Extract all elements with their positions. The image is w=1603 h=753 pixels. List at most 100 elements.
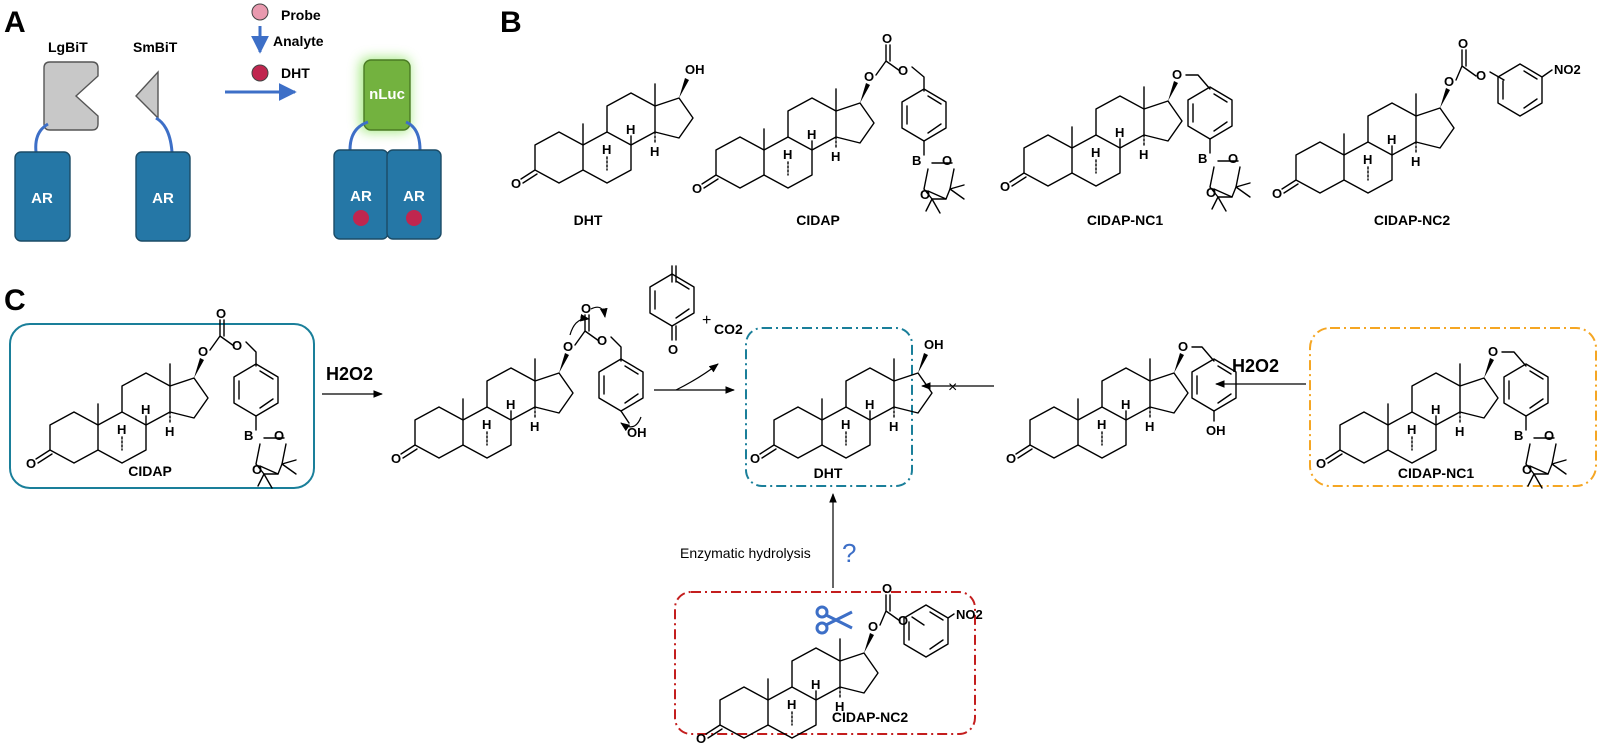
svg-text:O: O xyxy=(563,339,573,354)
svg-text:OH: OH xyxy=(1206,423,1226,438)
svg-text:O: O xyxy=(668,342,678,357)
svg-text:H: H xyxy=(783,147,792,162)
svg-text:H: H xyxy=(787,697,796,712)
caption-cidap-nc1: CIDAP-NC1 xyxy=(1087,212,1163,228)
linker-lgbit xyxy=(34,122,49,153)
svg-text:O: O xyxy=(942,153,952,168)
caption-box-cidap: CIDAP xyxy=(128,463,172,479)
ar-box-lgbit xyxy=(14,151,71,242)
svg-text:O: O xyxy=(198,344,208,359)
svg-text:OH: OH xyxy=(685,62,705,77)
svg-text:NO2: NO2 xyxy=(1554,62,1581,77)
svg-text:H: H xyxy=(1091,145,1100,160)
ar-label: AR xyxy=(152,190,174,207)
svg-text:O: O xyxy=(692,181,702,196)
box-cidap-nc1 xyxy=(1309,327,1597,487)
svg-text:H: H xyxy=(865,397,874,412)
caption-box-cidap-nc1: CIDAP-NC1 xyxy=(1398,465,1474,481)
panel-label-c: C xyxy=(4,284,26,317)
bound-dht-dot xyxy=(406,210,422,226)
plus-sign: + xyxy=(702,312,711,329)
structure-cidap-nc1: O O B O O H H H xyxy=(1000,67,1251,212)
svg-text:O: O xyxy=(252,462,262,477)
caption-dht: DHT xyxy=(574,212,603,228)
svg-text:H: H xyxy=(1139,147,1148,162)
svg-text:H: H xyxy=(841,417,850,432)
svg-text:H: H xyxy=(1431,402,1440,417)
ar-box-smbit xyxy=(135,151,191,242)
blocked-cross: × xyxy=(948,379,957,396)
probe-dot xyxy=(251,3,269,21)
svg-text:O: O xyxy=(868,619,878,634)
svg-text:O: O xyxy=(1000,179,1010,194)
svg-text:B: B xyxy=(1198,151,1207,166)
svg-text:O: O xyxy=(597,333,607,348)
svg-text:H: H xyxy=(1121,397,1130,412)
svg-text:O: O xyxy=(274,428,284,443)
svg-text:O: O xyxy=(882,581,892,596)
svg-text:H: H xyxy=(506,397,515,412)
svg-text:O: O xyxy=(1316,456,1326,471)
svg-text:H: H xyxy=(141,402,150,417)
svg-text:H: H xyxy=(1387,132,1396,147)
smbit-shape xyxy=(135,70,159,120)
svg-text:H: H xyxy=(835,699,844,714)
caption-box-dht: DHT xyxy=(814,465,843,481)
structure-dht: O OH H H H xyxy=(511,62,705,191)
svg-text:O: O xyxy=(1458,36,1468,51)
linker-right xyxy=(405,120,422,151)
svg-text:O: O xyxy=(696,731,706,746)
svg-text:O: O xyxy=(1206,185,1216,200)
svg-text:O: O xyxy=(216,306,226,321)
structure-quinone-methide: O xyxy=(649,265,695,357)
svg-text:H: H xyxy=(602,142,611,157)
legend-probe: Probe xyxy=(281,7,321,23)
scissors-icon xyxy=(815,605,853,635)
legend-dht: DHT xyxy=(281,65,310,81)
svg-text:H: H xyxy=(807,127,816,142)
panel-label-a: A xyxy=(4,6,26,39)
svg-text:H: H xyxy=(1407,422,1416,437)
structure-cidap-nc2: O O O O NO2 H H H xyxy=(1272,36,1581,201)
svg-text:O: O xyxy=(391,451,401,466)
dht-dot xyxy=(251,64,269,82)
structure-intermediate: O O O O OH H H H xyxy=(391,301,647,466)
svg-text:NO2: NO2 xyxy=(956,607,983,622)
box-cidap xyxy=(9,323,315,489)
svg-text:O: O xyxy=(581,301,591,316)
structure-cidap-c: O O O O B O O H H H xyxy=(26,306,297,489)
svg-text:O: O xyxy=(232,338,242,353)
svg-text:O: O xyxy=(898,63,908,78)
svg-text:O: O xyxy=(1476,68,1486,83)
question-mark-icon: ? xyxy=(842,538,856,568)
svg-text:H: H xyxy=(482,417,491,432)
svg-text:O: O xyxy=(1178,339,1188,354)
ar-box-complex-right xyxy=(386,149,442,240)
ar-label: AR xyxy=(403,188,425,205)
panel-label-b: B xyxy=(500,6,522,39)
reagent-h2o2-left: H2O2 xyxy=(326,364,373,384)
box-dht xyxy=(745,327,913,487)
ar-label: AR xyxy=(350,188,372,205)
linker-smbit xyxy=(155,116,174,153)
caption-box-cidap-nc2: CIDAP-NC2 xyxy=(832,709,908,725)
svg-text:H: H xyxy=(626,122,635,137)
svg-text:O: O xyxy=(1228,151,1238,166)
lgbit-label: LgBiT xyxy=(48,39,88,55)
structure-nc1-phenol: O O OH H H H xyxy=(1006,339,1237,466)
nluc-label: nLuc xyxy=(369,86,405,103)
svg-text:H: H xyxy=(1455,424,1464,439)
svg-text:OH: OH xyxy=(627,425,647,440)
arrow-byproduct xyxy=(675,363,719,391)
svg-text:O: O xyxy=(882,31,892,46)
svg-text:H: H xyxy=(117,422,126,437)
svg-text:O: O xyxy=(1444,74,1454,89)
linker-left xyxy=(348,120,369,151)
svg-text:O: O xyxy=(898,613,908,628)
svg-text:O: O xyxy=(26,456,36,471)
svg-text:O: O xyxy=(920,187,930,202)
structure-cidap: O O O O B O O H H H xyxy=(692,31,965,214)
svg-text:O: O xyxy=(1522,462,1532,477)
svg-text:H: H xyxy=(1411,154,1420,169)
